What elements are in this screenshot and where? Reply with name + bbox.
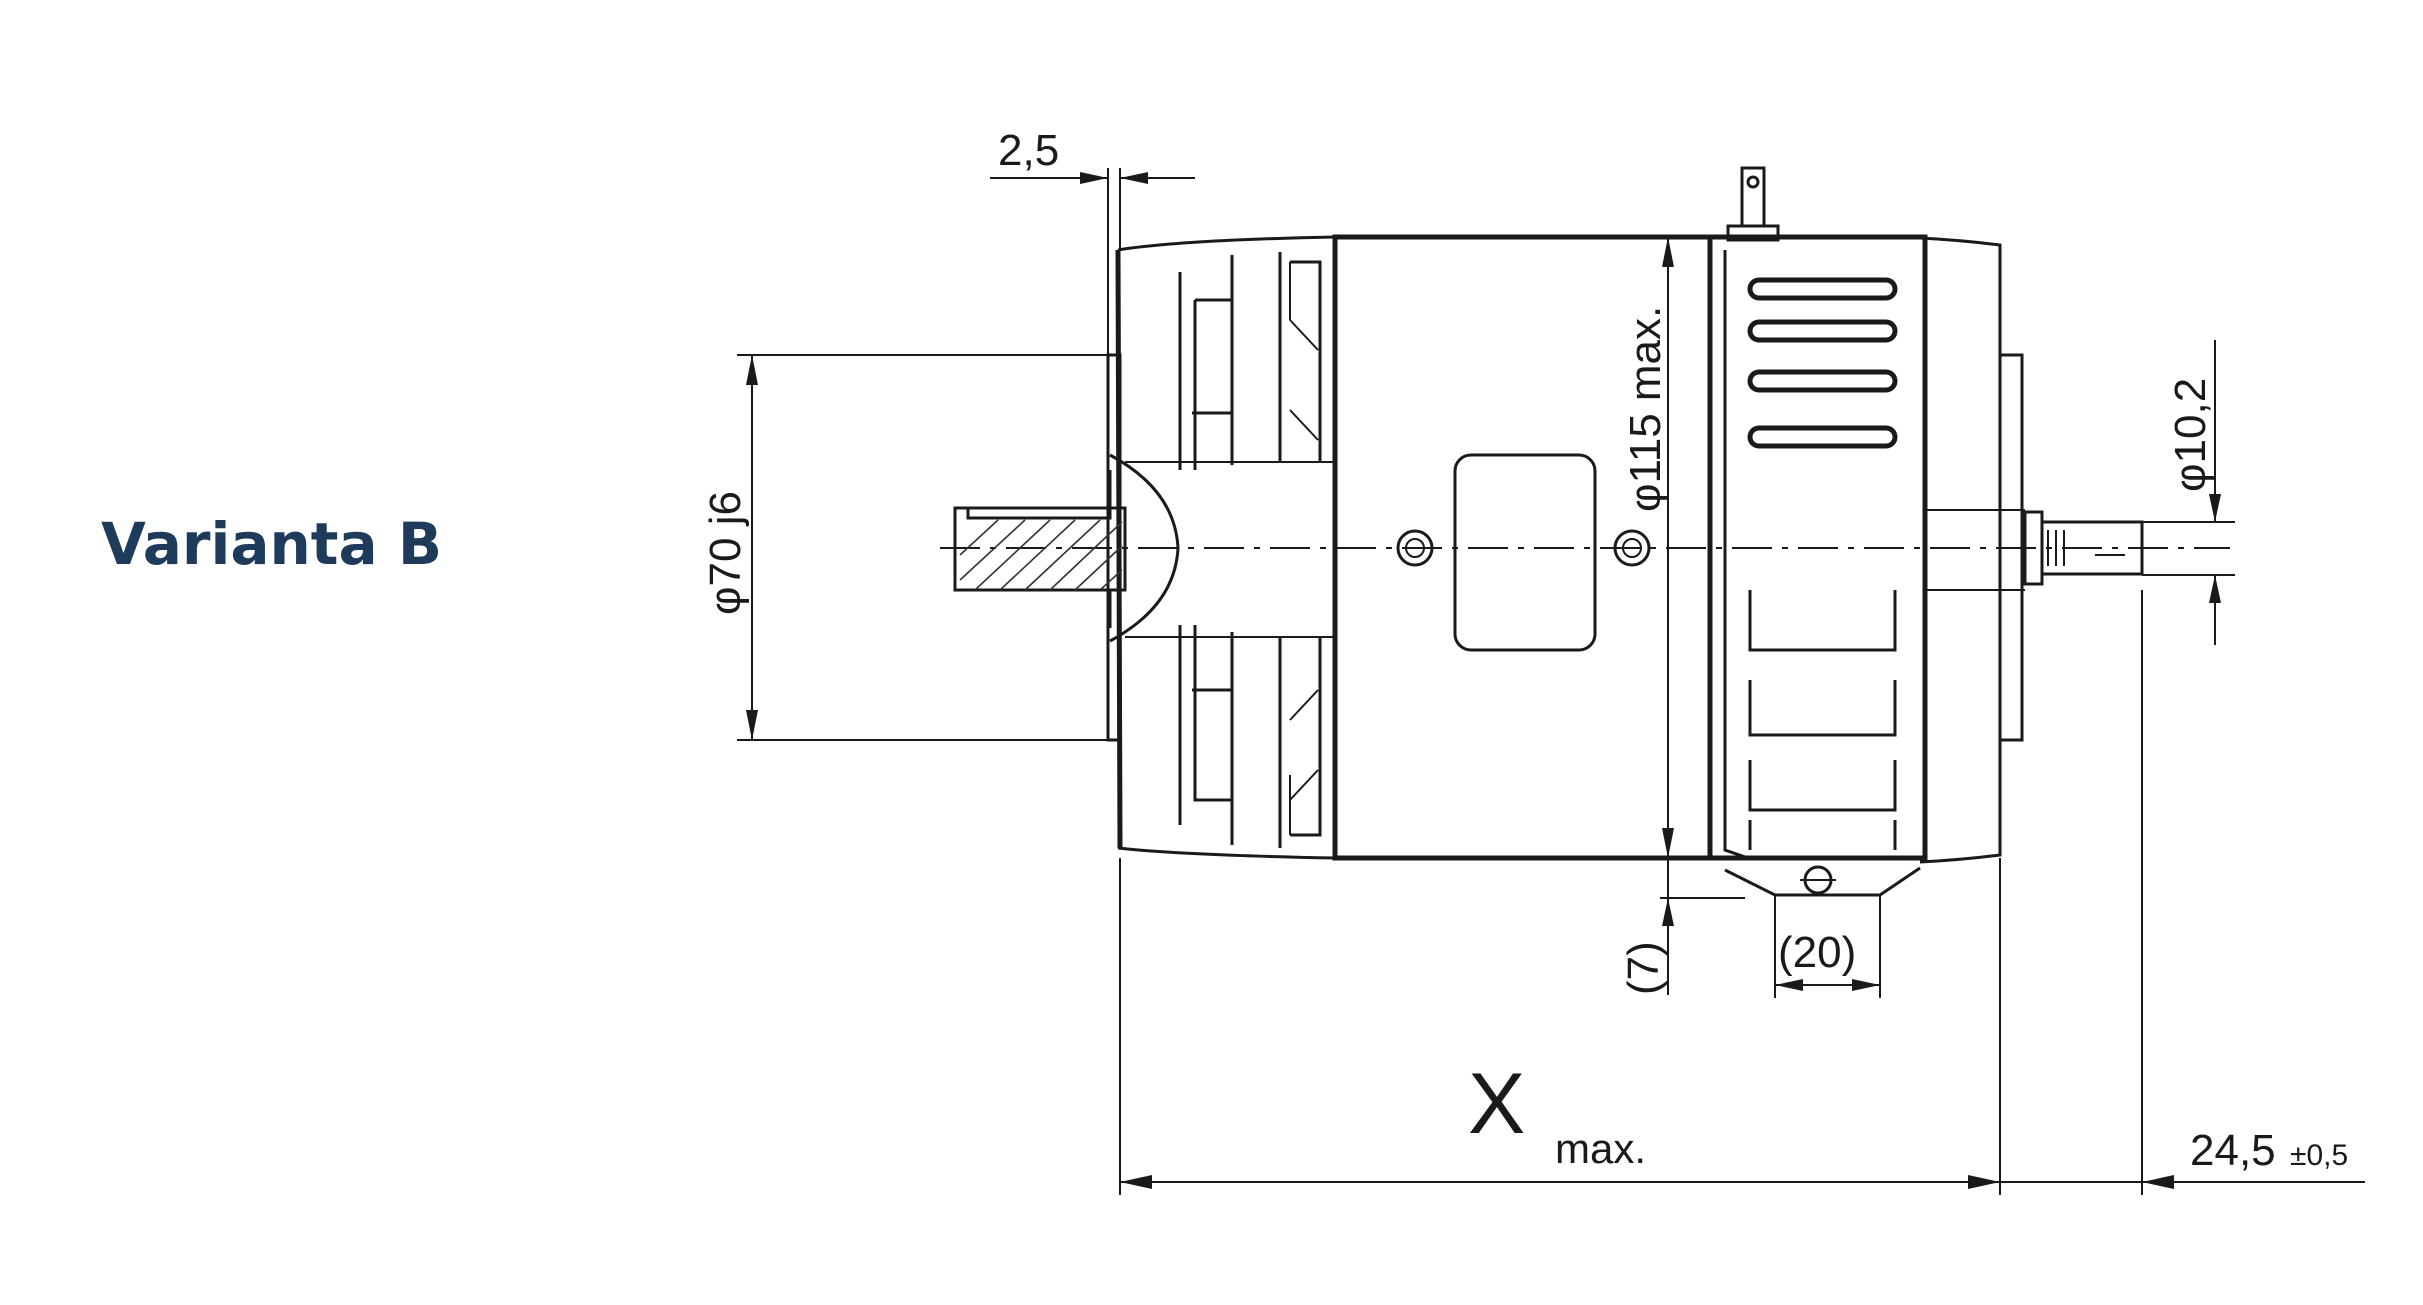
dim-total-length-symbol: X: [1468, 1056, 1525, 1152]
dim-shaft-diameter: φ10,2: [2142, 340, 2235, 645]
dim-foot-width: (20): [1774, 895, 1881, 998]
motor-body: [1332, 234, 1713, 861]
fan-cover: [1710, 234, 2025, 864]
dim-shaft-extension-label: 24,5: [2190, 1126, 2276, 1175]
dim-shaft-extension-tolerance: ±0,5: [2290, 1139, 2348, 1172]
dim-total-length-suffix: max.: [1555, 1125, 1646, 1172]
output-shaft-left: [953, 453, 1335, 643]
dim-flange-offset-label: 2,5: [998, 126, 1059, 175]
dim-foot-offset: (7): [1619, 858, 1745, 995]
top-terminal: [1726, 166, 1780, 242]
dim-shaft-seat-diameter-label: φ70 j6: [701, 491, 750, 615]
variant-title: Varianta B: [101, 510, 443, 578]
dim-shaft-diameter-label: φ10,2: [2166, 378, 2215, 492]
dim-shaft-seat-diameter: φ70 j6: [701, 354, 1108, 741]
bottom-foot: [1724, 865, 1921, 897]
dim-flange-offset: 2,5: [990, 126, 1195, 355]
output-shaft-right: [2023, 510, 2144, 586]
dim-shaft-extension: 24,5 ±0,5: [2000, 590, 2365, 1195]
dim-body-diameter: φ115 max.: [1621, 237, 1674, 858]
dim-body-diameter-label: φ115 max.: [1621, 306, 1670, 512]
dim-total-length: X max.: [1119, 858, 2001, 1195]
dim-foot-width-label: (20): [1778, 928, 1856, 977]
dim-foot-offset-label: (7): [1619, 941, 1668, 995]
